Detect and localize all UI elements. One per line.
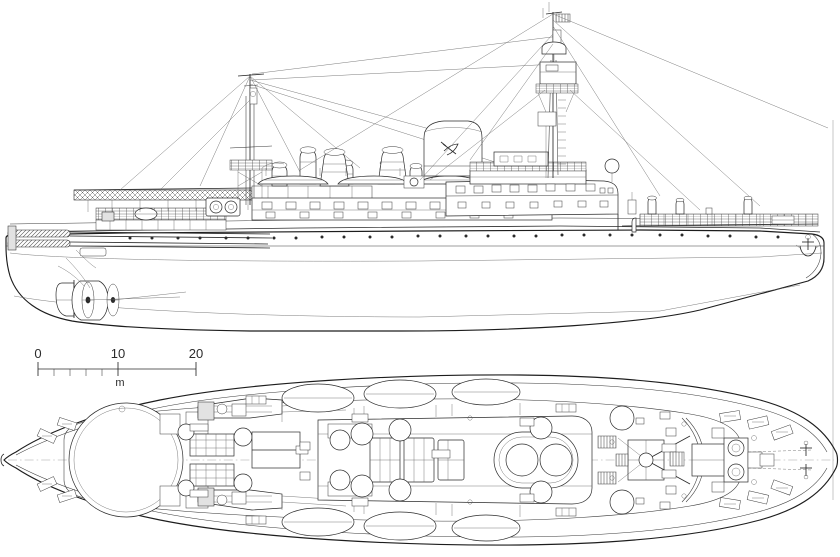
plan-bow-fittings [635,410,794,510]
quarterdeck-awning [73,185,373,212]
scale-unit-label: m [115,377,124,389]
plan-misc-deck-details [299,413,687,507]
plan-stern-fittings [36,395,577,525]
large-funnel-casing [423,120,483,177]
boat-stowage-stbd [281,498,521,542]
scale-label-0: 0 [34,346,41,361]
hammer-and-sickle-emblem [440,141,459,156]
anchor-chains [747,435,813,485]
starboard-side-profile-view [5,2,829,332]
forecastle-deck [617,192,819,230]
hull-outline [5,229,825,332]
scale-label-20: 20 [189,346,203,361]
boat-stowage-port [281,378,521,422]
scale-label-10: 10 [111,346,125,361]
deck-winches [177,423,309,498]
anchor-crest-emblem [795,234,821,257]
boat-aft [257,162,329,185]
bridge-structure [403,151,620,217]
anchor-stbd [800,440,812,456]
quarterdeck-railing [95,207,227,231]
mooring-chocks-port [719,479,794,510]
aft-deck-winch [205,197,241,217]
ships-boats-on-davits [257,162,481,185]
anchor-port [800,464,812,480]
mast-step [615,427,691,495]
mooring-chocks-stbd [719,410,794,441]
graphic-scale-bar: 0 10 20 m [34,346,203,389]
after-funnel [319,148,350,187]
depth-charge-rails [7,225,273,269]
anchor-windlass [669,417,763,503]
boat-mid [337,168,409,185]
forward-funnel [377,146,408,185]
stern-underwater-gear [55,257,187,321]
deck-plan-view [0,374,839,546]
radar-dish-icon [541,41,567,55]
foremast-radar [299,2,829,211]
forward-deck-ventilator [631,217,637,233]
forecastle-fittings [647,195,795,225]
